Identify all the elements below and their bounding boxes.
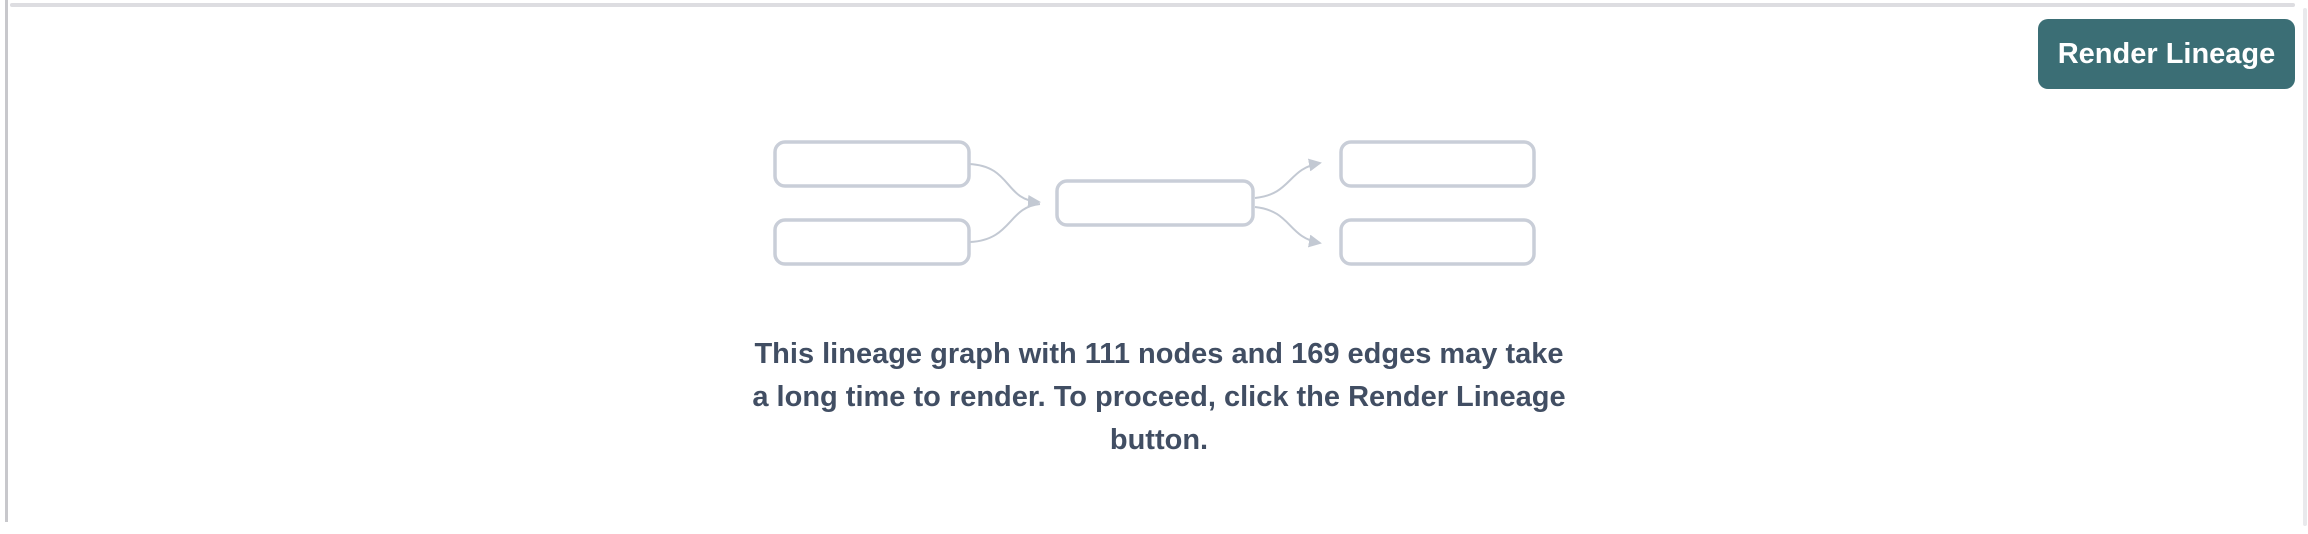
placeholder-node-center bbox=[1055, 179, 1255, 227]
left-divider-rule bbox=[5, 0, 8, 522]
placeholder-node-downstream-top bbox=[1339, 140, 1536, 188]
placeholder-node-upstream-top bbox=[773, 140, 971, 188]
lineage-warning-line-1: This lineage graph with 111 nodes and 16… bbox=[754, 338, 1564, 370]
flow-arrow-left-top bbox=[968, 163, 1041, 208]
lineage-warning-line-2: a long time to render. To proceed, click… bbox=[752, 381, 1566, 413]
flow-arrow-left-bottom bbox=[969, 203, 1041, 243]
top-divider-rule bbox=[10, 3, 2295, 7]
lineage-placeholder-diagram bbox=[773, 140, 1536, 266]
lineage-warning-message: This lineage graph with 111 nodes and 16… bbox=[749, 333, 1569, 462]
right-edge-rule bbox=[2303, 8, 2307, 526]
flow-arrow-right-top bbox=[1254, 158, 1322, 199]
lineage-warning-line-3: button. bbox=[1109, 424, 1209, 456]
flow-arrow-right-bottom bbox=[1254, 206, 1322, 248]
placeholder-node-downstream-bottom bbox=[1339, 218, 1536, 266]
render-lineage-button[interactable]: Render Lineage bbox=[2038, 19, 2295, 89]
placeholder-node-upstream-bottom bbox=[773, 218, 971, 266]
